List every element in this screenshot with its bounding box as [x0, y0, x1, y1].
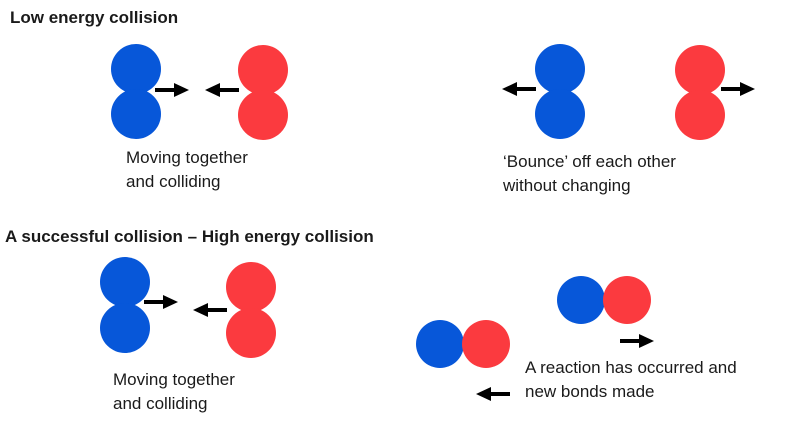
arrow-right-icon — [155, 83, 189, 97]
blue-atom — [111, 44, 161, 94]
arrow-right-icon — [620, 334, 654, 348]
arrow-left-icon — [193, 303, 227, 317]
blue-atom — [535, 89, 585, 139]
red-atom — [675, 45, 725, 95]
low-right-caption: ‘Bounce’ off each other without changing — [503, 150, 676, 198]
blue-atom — [100, 257, 150, 307]
caption-line: and colliding — [113, 394, 208, 413]
arrow-right-icon — [144, 295, 178, 309]
red-atom — [238, 45, 288, 95]
caption-line: ‘Bounce’ off each other — [503, 152, 676, 171]
low-left-caption: Moving together and colliding — [126, 146, 248, 194]
red-atom — [238, 90, 288, 140]
red-atom — [462, 320, 510, 368]
high-left-caption: Moving together and colliding — [113, 368, 235, 416]
red-atom — [226, 308, 276, 358]
caption-line: and colliding — [126, 172, 221, 191]
low-energy-heading: Low energy collision — [10, 8, 179, 27]
high-right-caption: A reaction has occurred and new bonds ma… — [525, 356, 737, 404]
blue-atom — [535, 44, 585, 94]
blue-atom — [416, 320, 464, 368]
caption-line: new bonds made — [525, 382, 655, 401]
blue-atom — [111, 89, 161, 139]
red-atom — [675, 90, 725, 140]
arrow-right-icon — [721, 82, 755, 96]
red-atom — [603, 276, 651, 324]
caption-line: A reaction has occurred and — [525, 358, 737, 377]
red-atom — [226, 262, 276, 312]
caption-line: without changing — [503, 176, 631, 195]
caption-line: Moving together — [126, 148, 248, 167]
arrow-left-icon — [502, 82, 536, 96]
caption-line: Moving together — [113, 370, 235, 389]
high-energy-heading: A successful collision – High energy col… — [5, 227, 374, 246]
arrow-left-icon — [476, 387, 510, 401]
blue-atom — [557, 276, 605, 324]
arrow-left-icon — [205, 83, 239, 97]
blue-atom — [100, 303, 150, 353]
